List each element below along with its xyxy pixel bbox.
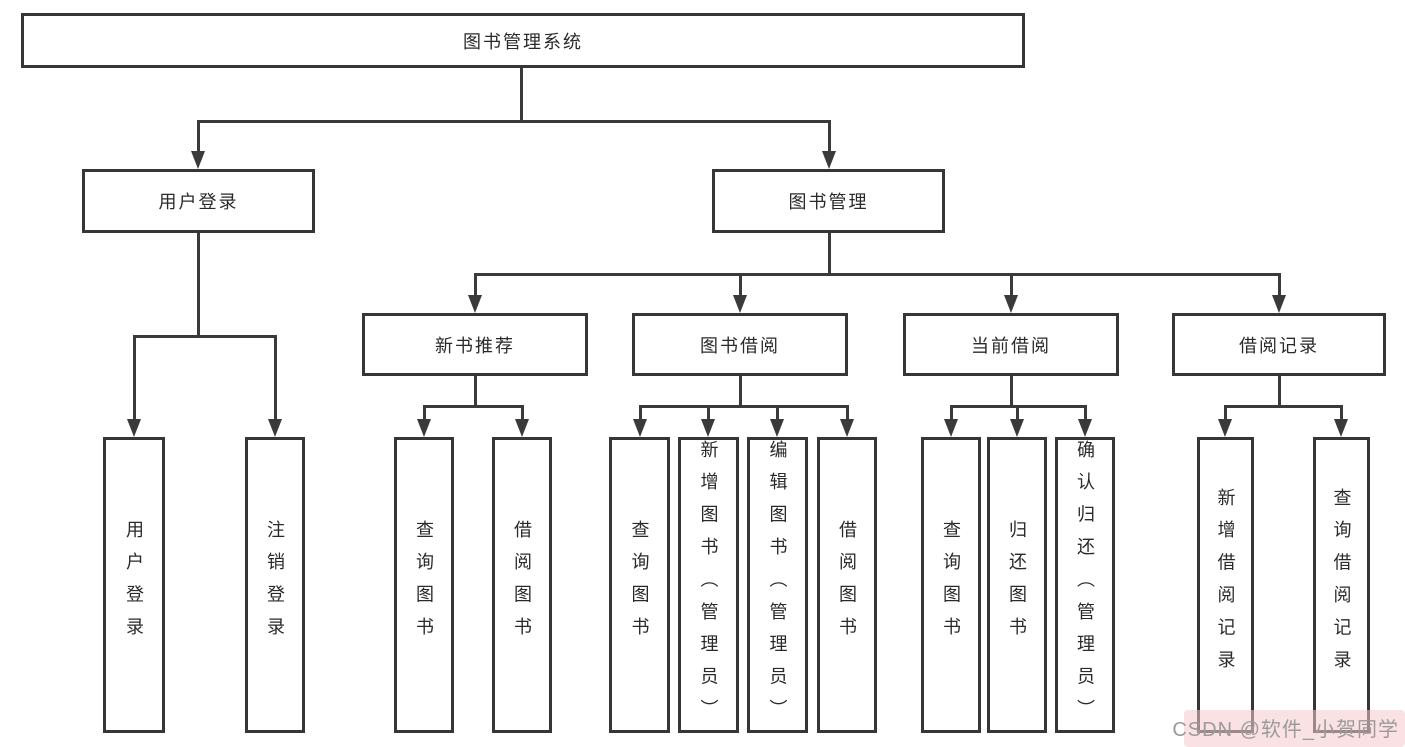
- connector-root-stub: [519, 68, 523, 123]
- node-root: 图书管理系统: [21, 13, 1025, 68]
- arrowhead-icon: [840, 419, 854, 437]
- node-label: 确认归还（管理员）: [1075, 440, 1095, 732]
- node-label: 借阅图书: [512, 520, 532, 650]
- connector: [827, 120, 831, 153]
- arrowhead-icon: [1078, 419, 1092, 437]
- arrowhead-icon: [770, 419, 784, 437]
- node-label: 图书管理: [788, 192, 869, 212]
- node-leaf-user-login: 用户登录: [103, 437, 165, 733]
- node-leaf-current-return-books: 归还图书: [987, 437, 1047, 733]
- node-leaf-current-confirm-return: 确认归还（管理员）: [1055, 437, 1115, 733]
- connector-borrow-rail: [638, 405, 849, 408]
- connector: [738, 375, 742, 407]
- arrowhead-icon: [1004, 295, 1018, 313]
- node-leaf-logout: 注销登录: [245, 437, 305, 733]
- connector-login-rail: [132, 335, 277, 338]
- arrowhead-icon: [268, 419, 282, 437]
- node-label: 编辑图书（管理员）: [767, 440, 788, 732]
- node-leaf-records-add-record: 新增借阅记录: [1197, 437, 1254, 733]
- node-label: 归还图书: [1007, 520, 1027, 650]
- node-label: 查询图书: [941, 520, 961, 650]
- connector-recommend-rail: [422, 405, 524, 408]
- arrowhead-icon: [1334, 419, 1348, 437]
- connector: [706, 405, 710, 421]
- node-label: 新增借阅记录: [1215, 487, 1236, 683]
- connector: [845, 405, 849, 421]
- connector: [949, 405, 953, 421]
- arrowhead-icon: [468, 295, 482, 313]
- connector: [738, 273, 742, 297]
- node-label: 图书借阅: [700, 335, 780, 356]
- connector-login-stub: [196, 233, 200, 337]
- connector: [422, 405, 426, 421]
- arrowhead-icon: [944, 419, 958, 437]
- node-label: 用户登录: [124, 520, 144, 650]
- connector: [1277, 273, 1281, 297]
- arrowhead-icon: [1272, 295, 1286, 313]
- node-book-management: 图书管理: [712, 169, 945, 233]
- node-label: 借阅记录: [1239, 335, 1319, 356]
- node-label: 查询图书: [414, 520, 434, 650]
- node-label: 用户登录: [158, 192, 239, 212]
- arrowhead-icon: [417, 419, 431, 437]
- node-leaf-borrow-add-books: 新增图书（管理员）: [678, 437, 739, 733]
- connector: [196, 120, 200, 153]
- node-leaf-recommend-query-books: 查询图书: [394, 437, 454, 733]
- watermark: CSDN @软件_小贺同学: [1172, 719, 1399, 741]
- connector: [1339, 405, 1343, 421]
- connector: [1083, 405, 1087, 421]
- connector: [473, 375, 477, 407]
- node-label: 当前借阅: [971, 335, 1051, 356]
- arrowhead-icon: [633, 419, 647, 437]
- connector: [775, 405, 779, 421]
- arrowhead-icon: [1010, 419, 1024, 437]
- node-label: 新增图书（管理员）: [698, 440, 719, 732]
- node-label: 图书管理系统: [463, 31, 583, 52]
- connector: [1009, 375, 1013, 407]
- connector-level2-rail: [196, 120, 831, 123]
- node-leaf-current-query-books: 查询图书: [921, 437, 981, 733]
- arrowhead-icon: [822, 151, 836, 169]
- node-label: 查询图书: [629, 520, 650, 650]
- node-label: 查询借阅记录: [1331, 487, 1352, 683]
- connector: [132, 335, 136, 421]
- node-leaf-records-query-record: 查询借阅记录: [1313, 437, 1370, 733]
- node-current-borrow: 当前借阅: [903, 313, 1119, 376]
- connector: [273, 335, 277, 421]
- connector-manage-stub: [827, 233, 831, 275]
- watermark-highlight: [1184, 710, 1405, 747]
- node-label: 注销登录: [265, 520, 285, 650]
- arrowhead-icon: [733, 295, 747, 313]
- arrowhead-icon: [191, 151, 205, 169]
- node-label: 借阅图书: [837, 520, 857, 650]
- node-borrow-records: 借阅记录: [1172, 313, 1386, 376]
- node-new-book-recommend: 新书推荐: [362, 313, 588, 376]
- connector-level3-rail: [473, 273, 1281, 276]
- connector: [473, 273, 477, 297]
- arrowhead-icon: [701, 419, 715, 437]
- arrowhead-icon: [515, 419, 529, 437]
- node-user-login: 用户登录: [82, 169, 315, 233]
- connector-records-rail: [1223, 405, 1343, 408]
- connector: [638, 405, 642, 421]
- node-leaf-borrow-borrow-books: 借阅图书: [817, 437, 877, 733]
- node-leaf-recommend-borrow-books: 借阅图书: [492, 437, 552, 733]
- node-leaf-borrow-edit-books: 编辑图书（管理员）: [747, 437, 808, 733]
- connector: [1015, 405, 1019, 421]
- connector: [1223, 405, 1227, 421]
- arrowhead-icon: [127, 419, 141, 437]
- node-label: 新书推荐: [435, 335, 515, 356]
- node-leaf-borrow-query-books: 查询图书: [609, 437, 670, 733]
- arrowhead-icon: [1218, 419, 1232, 437]
- connector: [1009, 273, 1013, 297]
- node-book-borrow: 图书借阅: [632, 313, 848, 376]
- connector: [520, 405, 524, 421]
- connector: [1277, 375, 1281, 407]
